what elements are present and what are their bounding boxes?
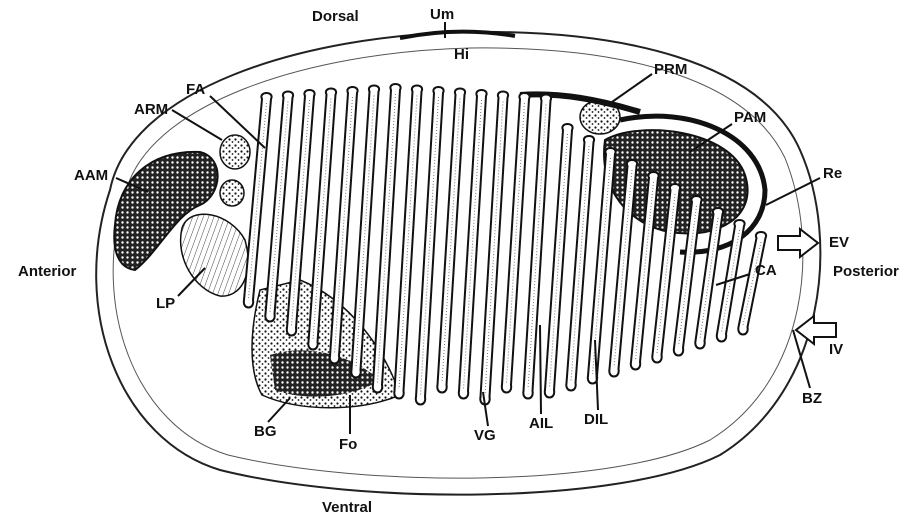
re-label: Re <box>823 166 842 181</box>
labial-palp <box>181 214 249 296</box>
arm-label: ARM <box>134 102 168 117</box>
lp-label: LP <box>156 296 175 311</box>
vg-label: VG <box>474 428 496 443</box>
prm-label: PRM <box>654 62 687 77</box>
aam-label: AAM <box>74 168 108 183</box>
hinge-ligament <box>400 32 515 38</box>
ventral-label: Ventral <box>322 500 372 515</box>
ail-label: AIL <box>529 416 553 431</box>
dorsal-label: Dorsal <box>312 9 359 24</box>
posterior-label: Posterior <box>833 264 899 279</box>
gill-filament-texture <box>743 242 761 325</box>
ev-label: EV <box>829 235 849 250</box>
posterior-retractor-muscle <box>520 94 640 134</box>
anterior-label: Anterior <box>18 264 76 279</box>
um-label: Um <box>430 7 454 22</box>
iv-label: IV <box>829 342 843 357</box>
fa-label: FA <box>186 82 205 97</box>
anterior-retractor-muscle <box>220 135 250 206</box>
pam-label: PAM <box>734 110 766 125</box>
fo-label: Fo <box>339 437 357 452</box>
ca-label: CA <box>755 263 777 278</box>
bz-label: BZ <box>802 391 822 406</box>
hi-label: Hi <box>454 47 469 62</box>
bg-label: BG <box>254 424 277 439</box>
gill-filament <box>244 93 272 308</box>
dil-label: DIL <box>584 412 608 427</box>
